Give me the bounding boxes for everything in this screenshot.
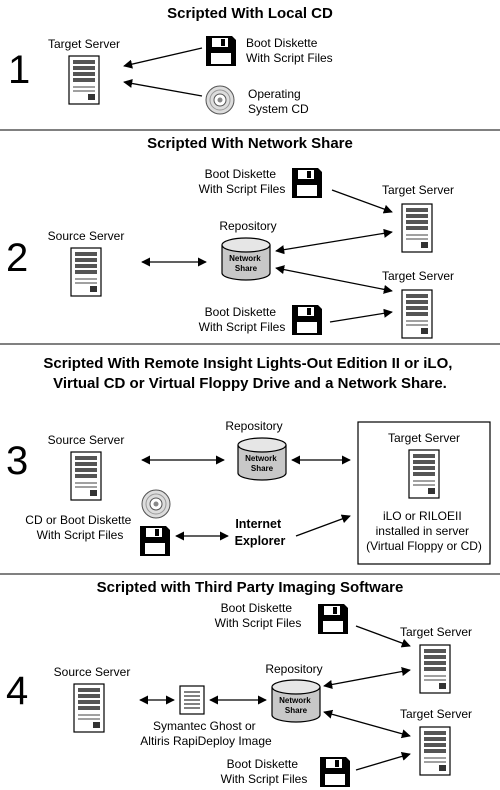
section-2: Scripted With Network Share 2 Source Ser…	[6, 135, 454, 339]
target-server-label: Target Server	[48, 37, 120, 51]
target-server-bottom-label: Target Server	[400, 707, 472, 721]
arrow	[355, 625, 411, 648]
section-title: Scripted With Remote Insight Lights-Out …	[43, 355, 456, 392]
boot-diskette-bottom-label: Boot Diskette With Script Files	[221, 757, 308, 786]
arrow	[275, 228, 393, 255]
floppy-icon	[206, 36, 236, 66]
cd-diskette-label: CD or Boot Diskette With Script Files	[25, 513, 134, 542]
network-share-label: Network Share	[245, 454, 279, 473]
arrow	[331, 189, 393, 214]
section-number: 4	[6, 669, 28, 713]
cd-icon	[205, 85, 235, 115]
arrow	[123, 47, 203, 69]
target-server-icon	[401, 289, 433, 339]
source-server-icon	[70, 451, 102, 501]
target-server-icon	[419, 644, 451, 694]
target-server-icon	[68, 55, 100, 105]
image-label: Symantec Ghost or Altiris RapiDeploy Ima…	[140, 719, 272, 748]
os-cd-label: Operating System CD	[248, 87, 309, 116]
boot-diskette-top-label: Boot Diskette With Script Files	[215, 601, 302, 630]
section-number: 2	[6, 236, 28, 280]
repository-label: Repository	[225, 419, 282, 433]
target-server-label: Target Server	[388, 431, 460, 445]
arrow	[355, 751, 411, 771]
floppy-icon	[320, 757, 350, 787]
repository-label: Repository	[219, 219, 276, 233]
source-server-icon	[70, 247, 102, 297]
target-server-box	[357, 421, 491, 565]
internet-explorer-label: Internet Explorer	[235, 517, 286, 548]
source-server-label: Source Server	[54, 665, 131, 679]
target-server-icon	[408, 449, 440, 499]
arrow	[275, 265, 393, 294]
floppy-icon	[292, 168, 322, 198]
section-title: Scripted With Local CD	[167, 5, 333, 22]
arrow	[323, 667, 411, 689]
section-3: Scripted With Remote Insight Lights-Out …	[6, 355, 491, 565]
arrow	[329, 308, 393, 323]
boot-diskette-label: Boot Diskette With Script Files	[246, 36, 333, 65]
arrow	[123, 78, 203, 97]
section-title: Scripted with Third Party Imaging Softwa…	[97, 579, 404, 596]
network-share-label: Network Share	[229, 254, 263, 273]
floppy-icon	[140, 526, 170, 556]
boot-diskette-top-label: Boot Diskette With Script Files	[199, 167, 286, 196]
section-title: Scripted With Network Share	[147, 135, 353, 152]
floppy-icon	[292, 305, 322, 335]
ilo-note: iLO or RILOEII installed in server (Virt…	[366, 509, 482, 553]
source-server-label: Source Server	[48, 229, 125, 243]
image-file-icon	[179, 685, 205, 715]
source-server-icon	[73, 683, 105, 733]
repository-label: Repository	[265, 662, 322, 676]
target-server-top-label: Target Server	[382, 183, 454, 197]
section-4: Scripted with Third Party Imaging Softwa…	[6, 579, 472, 787]
arrow	[323, 709, 411, 739]
target-server-bottom-label: Target Server	[382, 269, 454, 283]
section-number: 1	[8, 48, 30, 92]
cd-icon	[141, 489, 171, 519]
section-number: 3	[6, 439, 28, 483]
arrow	[295, 514, 351, 537]
target-server-icon	[401, 203, 433, 253]
section-1: Scripted With Local CD 1 Target Server B…	[8, 5, 333, 116]
target-server-top-label: Target Server	[400, 625, 472, 639]
target-server-icon	[419, 726, 451, 776]
boot-diskette-bottom-label: Boot Diskette With Script Files	[199, 305, 286, 334]
floppy-icon	[318, 604, 348, 634]
source-server-label: Source Server	[48, 433, 125, 447]
network-share-label: Network Share	[279, 696, 313, 715]
